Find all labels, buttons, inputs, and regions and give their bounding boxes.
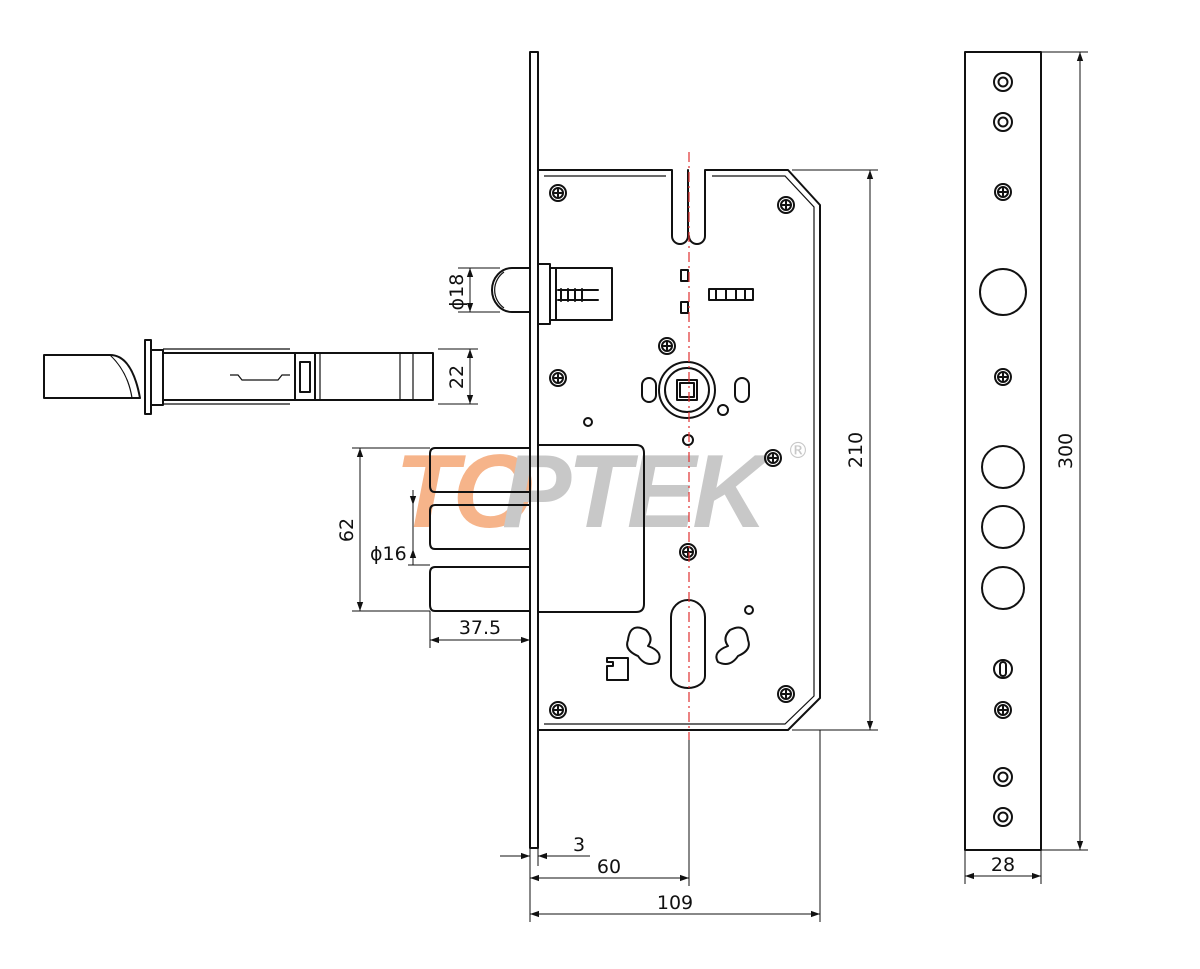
dim-latch-diameter: ϕ18 [446,274,468,311]
dim-deadbolt-span: 62 [336,518,358,542]
spindle-hub [583,361,750,446]
indicator-slot-top [680,269,689,282]
dimension-labels: ϕ18 22 62 ϕ16 37.5 210 300 28 3 60 109 [336,274,1077,914]
faceplate-outline [964,51,1042,851]
lock-case-outline [537,169,821,731]
fixing-hole-right [734,377,750,403]
faceplate-front-view [964,51,1042,851]
latch-bolt [491,263,613,325]
lock-case-inner-outline [544,175,815,725]
dim-faceplate-width: 28 [991,854,1015,876]
dimension-lines [352,51,1088,922]
fixing-hole-left [641,377,657,403]
dim-case-depth: 109 [657,892,693,914]
indicator-slot-bottom [680,301,689,314]
dim-deadbolt-diameter: ϕ16 [370,543,407,565]
dim-deadbolt-throw: 37.5 [459,617,501,639]
dim-faceplate-thickness: 3 [573,834,585,856]
watermark-rest-text: PTEK [502,434,774,550]
faceplate-holes [979,72,1027,827]
registered-mark: ® [787,439,809,464]
dim-case-height: 210 [845,432,867,468]
toptek-watermark: TO PTEK ® [395,434,809,550]
latch-side-view [43,339,434,415]
cylinder-cutout [606,599,754,689]
dim-faceplate-length: 300 [1055,433,1077,469]
dim-backset: 60 [597,856,621,878]
dim-latch-height: 22 [446,365,468,389]
deadbolts [429,447,531,612]
lever-spring-slots [708,288,754,301]
deadbolt-carriage [537,444,645,613]
